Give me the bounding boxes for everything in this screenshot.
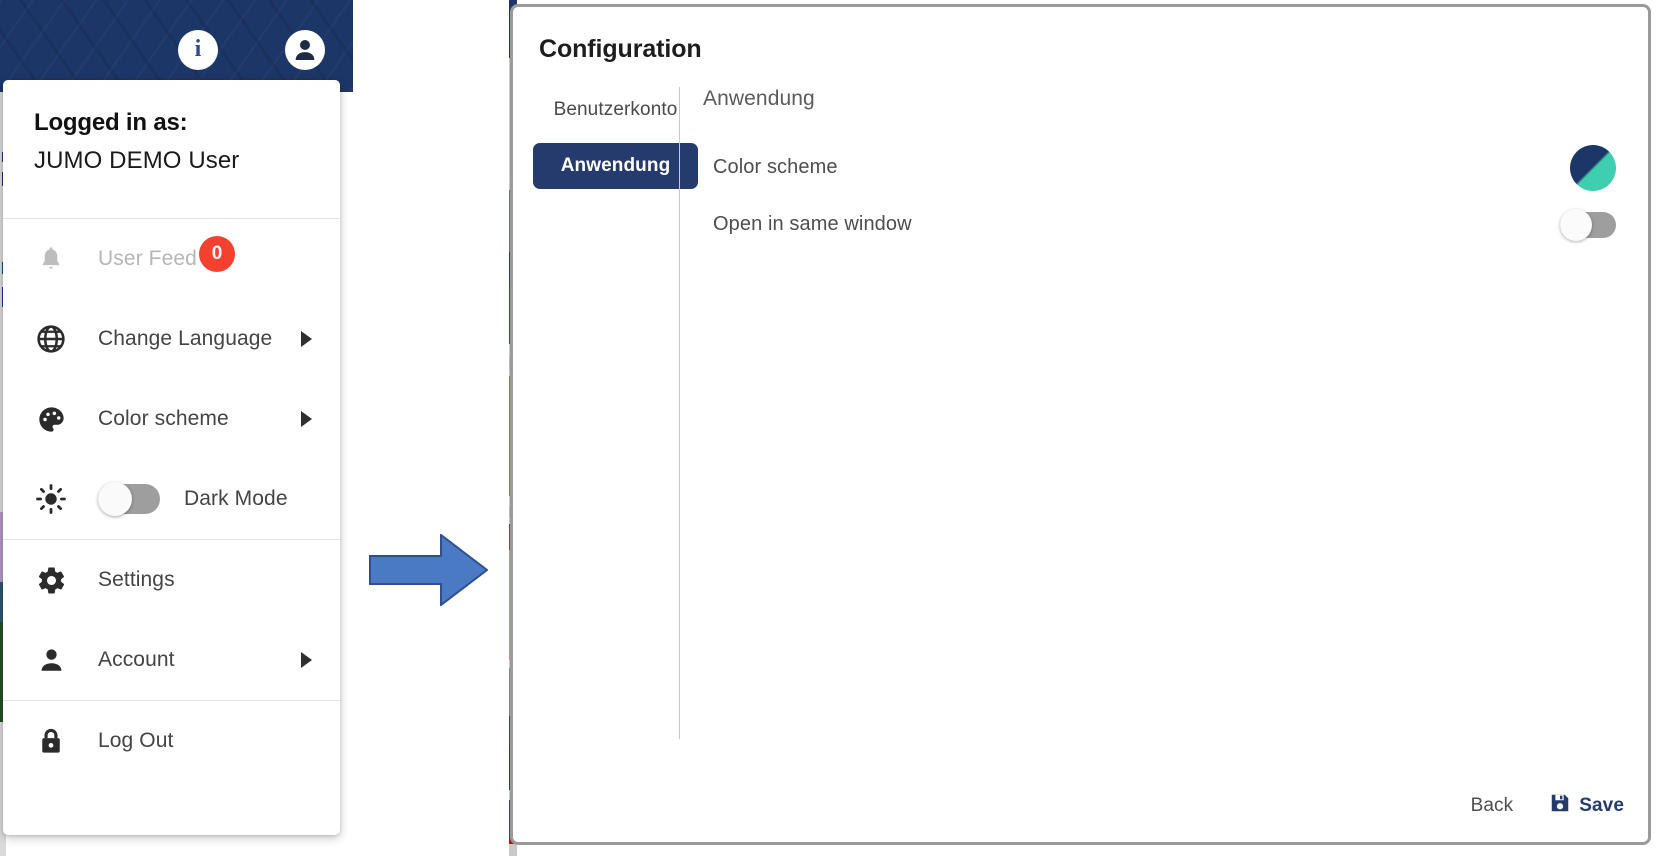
setting-row-open-in-same-window: Open in same window — [703, 196, 1624, 253]
menu-divider — [3, 539, 340, 540]
chevron-right-icon — [301, 652, 312, 668]
configuration-dialog: Configuration Benutzerkonto Anwendung An… — [510, 4, 1651, 845]
floppy-disk-icon — [1549, 792, 1571, 820]
pane-title: Anwendung — [703, 87, 815, 110]
setting-control — [1560, 208, 1616, 241]
menu-divider — [3, 700, 340, 701]
user-feed-badge: 0 — [199, 236, 235, 272]
save-label: Save — [1579, 795, 1624, 816]
chevron-right-icon — [301, 411, 312, 427]
account-icon[interactable] — [285, 30, 325, 70]
dialog-title: Configuration — [539, 35, 702, 63]
lock-icon — [34, 724, 68, 758]
nav-item-benutzerkonto[interactable]: Benutzerkonto — [533, 87, 698, 133]
color-scheme-swatch[interactable] — [1570, 144, 1616, 191]
menu-item-change-language[interactable]: Change Language — [3, 299, 340, 379]
menu-item-label: User Feed — [98, 247, 197, 270]
palette-icon — [34, 402, 68, 436]
info-icon[interactable]: i — [178, 30, 218, 70]
setting-row-color-scheme: Color scheme — [703, 139, 1624, 196]
setting-label: Open in same window — [713, 213, 912, 235]
save-button[interactable]: Save — [1549, 792, 1624, 820]
menu-item-settings[interactable]: Settings — [3, 540, 340, 620]
dialog-footer: Back Save — [1471, 792, 1624, 820]
nav-item-anwendung[interactable]: Anwendung — [533, 143, 698, 189]
menu-item-color-scheme[interactable]: Color scheme — [3, 379, 340, 459]
nav-item-label: Anwendung — [560, 155, 671, 176]
setting-control — [1570, 144, 1616, 191]
menu-item-label: Log Out — [98, 729, 174, 752]
configuration-pane: Anwendung Color scheme Open in same wind… — [703, 87, 1624, 253]
nav-item-label: Benutzerkonto — [553, 99, 678, 120]
menu-group-secondary: Settings Account — [3, 540, 340, 700]
user-menu-header: Logged in as: JUMO DEMO User — [3, 80, 340, 218]
nav-divider — [679, 87, 680, 739]
menu-item-label: Change Language — [98, 327, 273, 350]
back-button[interactable]: Back — [1470, 795, 1514, 816]
logged-in-label: Logged in as: — [34, 109, 188, 136]
menu-item-label: Dark Mode — [184, 487, 288, 510]
menu-item-label: Color scheme — [98, 407, 229, 430]
toggle-knob — [1560, 208, 1592, 241]
gear-icon — [34, 563, 68, 597]
info-glyph: i — [194, 36, 202, 62]
open-in-same-window-toggle[interactable] — [1560, 208, 1616, 241]
bell-icon — [34, 242, 68, 276]
app-header: i — [0, 0, 353, 92]
configuration-nav: Benutzerkonto Anwendung — [533, 87, 698, 199]
flow-arrow-icon — [369, 532, 489, 608]
globe-icon — [34, 322, 68, 356]
menu-group-primary: User Feed 0 Change Language — [3, 219, 340, 539]
menu-group-logout: Log Out — [3, 701, 340, 781]
menu-item-label: Account — [98, 648, 175, 671]
logged-in-username: JUMO DEMO User — [34, 147, 240, 174]
toggle-knob — [98, 482, 132, 516]
setting-label: Color scheme — [713, 156, 838, 178]
menu-item-log-out[interactable]: Log Out — [3, 701, 340, 781]
dark-mode-toggle[interactable] — [98, 482, 160, 516]
menu-item-account[interactable]: Account — [3, 620, 340, 700]
user-menu-panel: Logged in as: JUMO DEMO User User Feed 0 — [3, 80, 340, 835]
person-icon — [34, 643, 68, 677]
menu-divider — [3, 218, 340, 219]
menu-item-label: Settings — [98, 568, 175, 591]
sun-icon — [34, 482, 68, 516]
menu-item-user-feed[interactable]: User Feed 0 — [3, 219, 340, 299]
menu-item-dark-mode[interactable]: Dark Mode — [3, 459, 340, 539]
chevron-right-icon — [301, 331, 312, 347]
